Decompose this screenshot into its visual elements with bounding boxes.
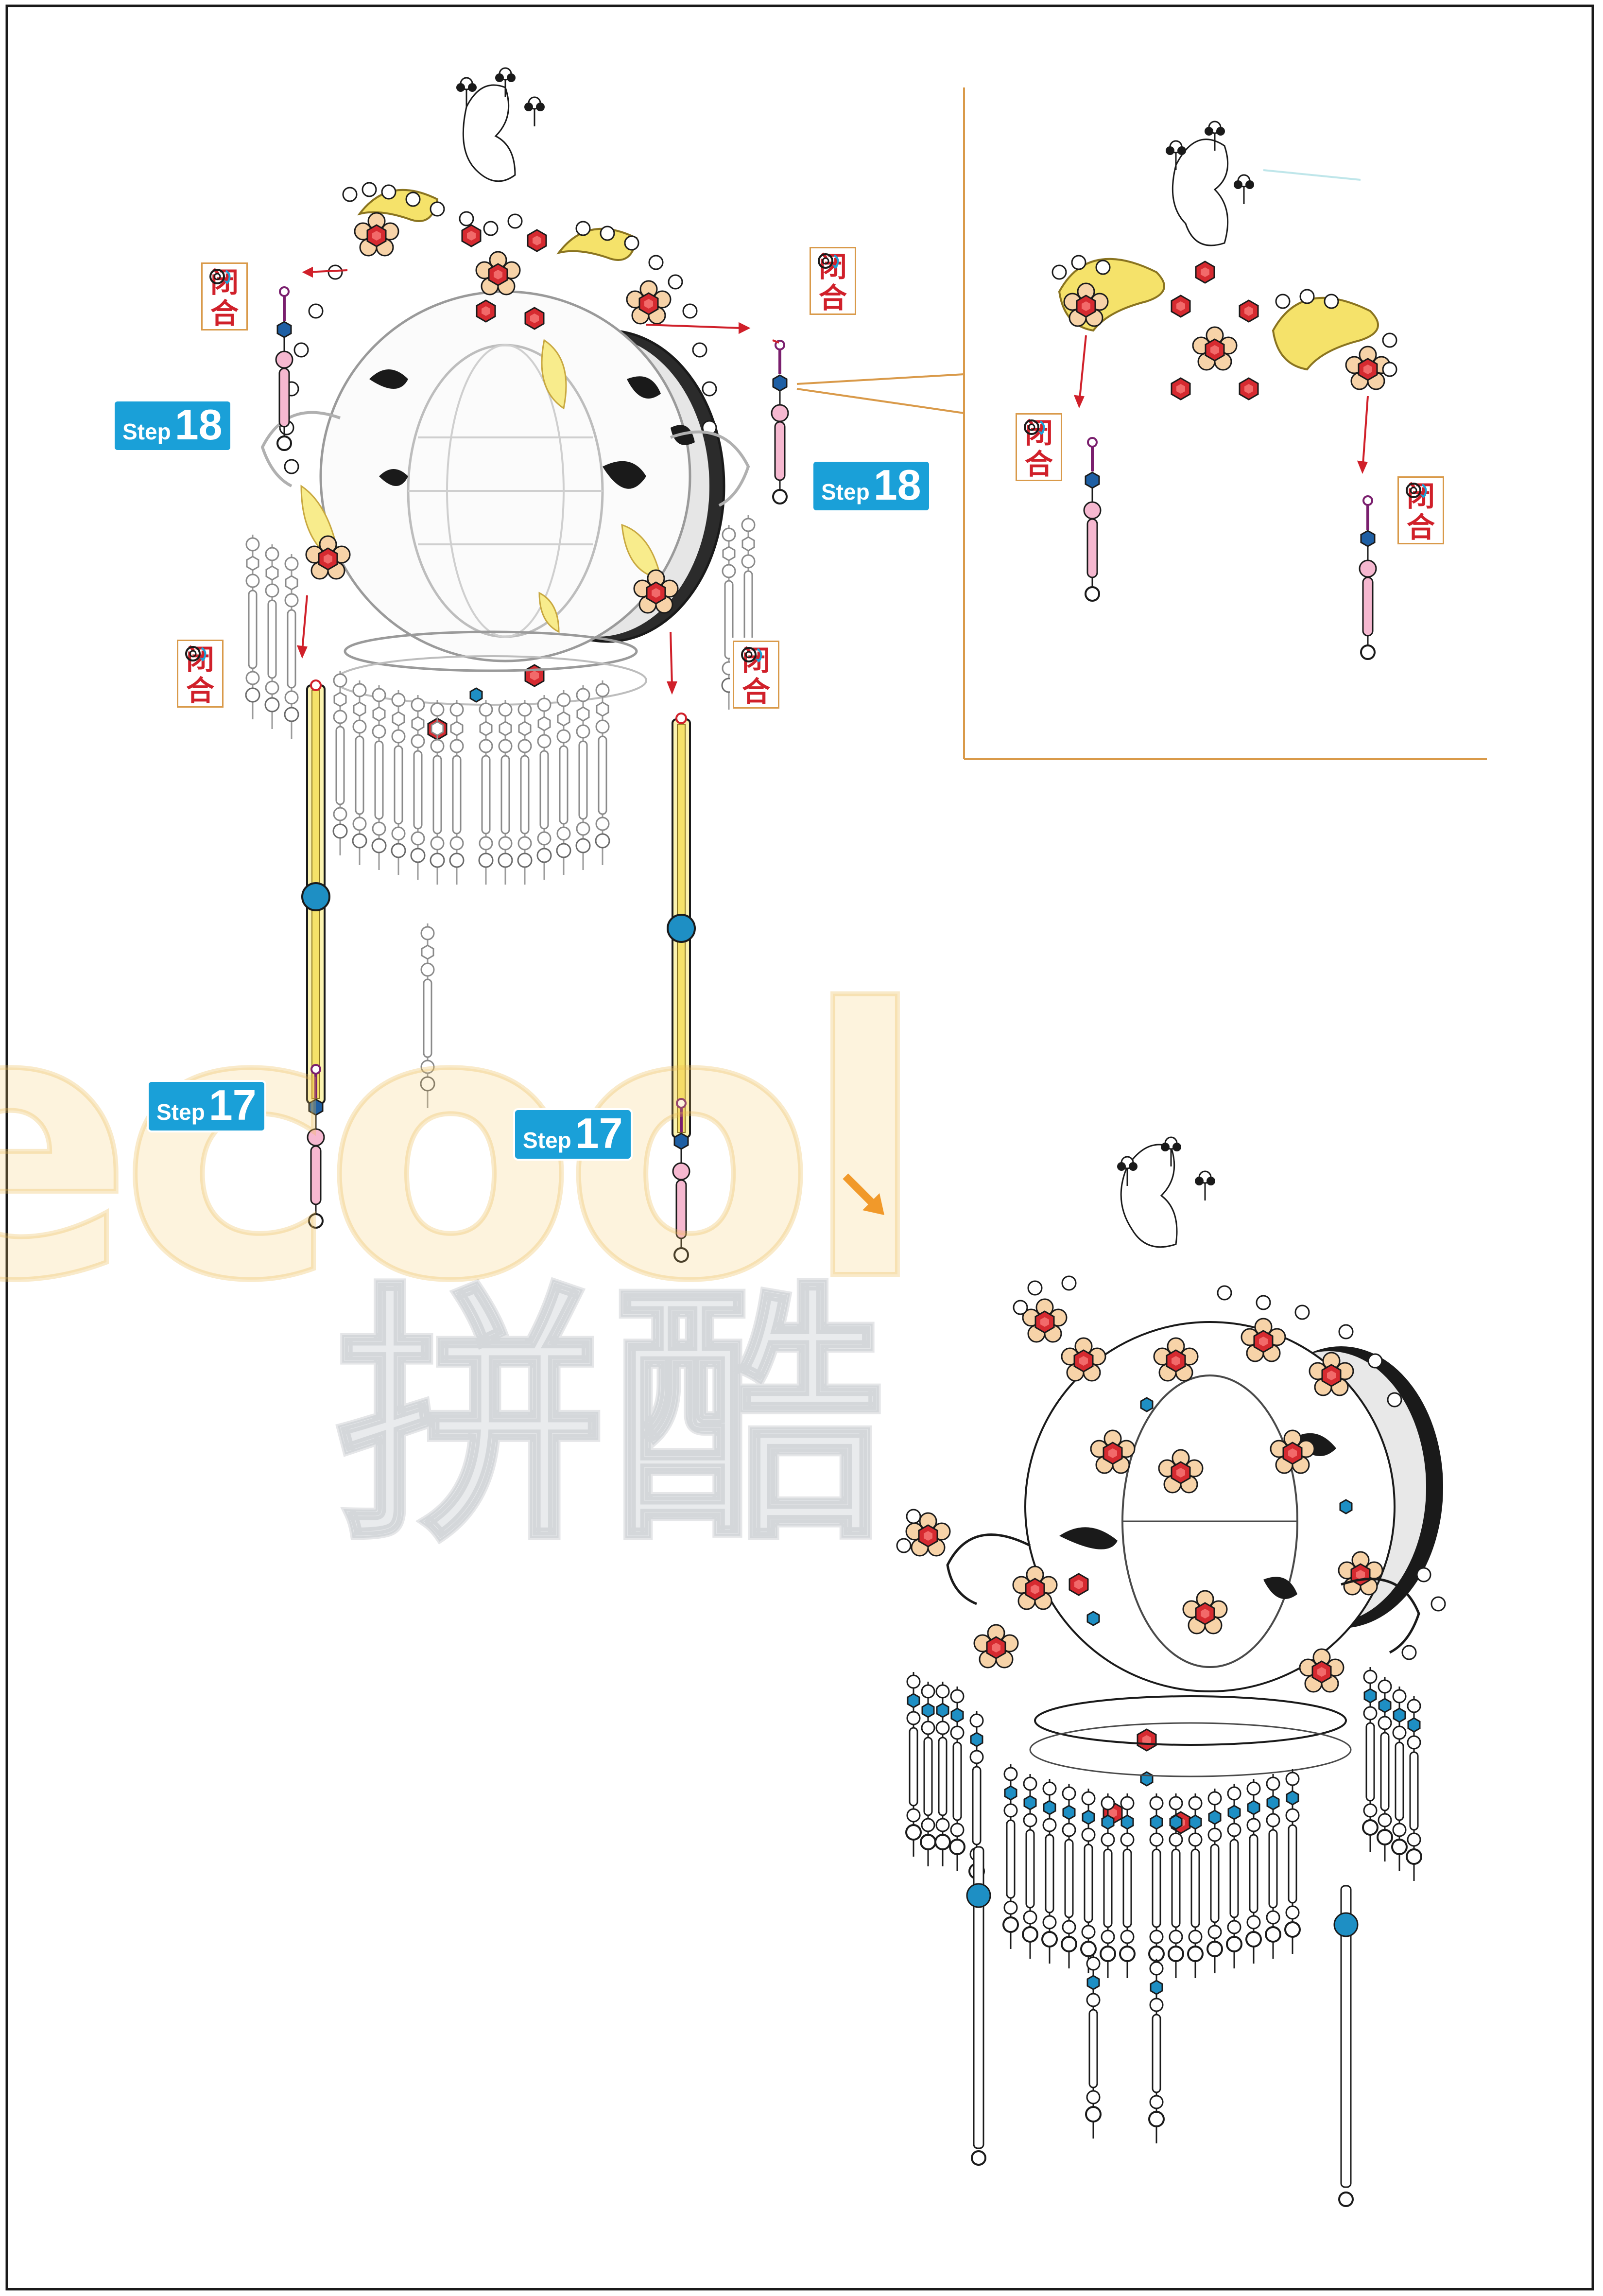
ring-close-icon — [1406, 483, 1427, 498]
close-char-2: 合 — [186, 674, 214, 707]
step-number: 17 — [208, 1081, 257, 1129]
ring-close-icon — [209, 269, 231, 284]
step-number: 18 — [873, 461, 921, 509]
step-18-tag-right: Step 18 — [813, 462, 929, 510]
ring-close-icon — [741, 647, 762, 662]
close-char-2: 合 — [818, 281, 847, 314]
watermark-chinese: 拼酷 — [333, 1261, 889, 1578]
close-label-6: 闭 合 — [1395, 473, 1447, 547]
close-label-2: 闭 合 — [807, 244, 859, 318]
step-word: Step — [821, 479, 870, 504]
close-char-2: 合 — [1406, 511, 1435, 544]
step-18-tag-left: Step 18 — [115, 401, 230, 450]
step17-rod-left — [301, 679, 330, 1228]
detail-frame — [796, 87, 1487, 760]
ring-close-icon — [185, 646, 207, 661]
finished-long-rods — [966, 1846, 1359, 2207]
step-word: Step — [523, 1128, 571, 1153]
detail-dangle-left — [1084, 438, 1101, 601]
close-char-2: 合 — [210, 297, 239, 330]
close-label-3: 闭 合 — [174, 637, 226, 711]
red-arrows-upper — [296, 266, 779, 695]
detail-ribbons — [1051, 121, 1397, 400]
step-word: Step — [156, 1099, 205, 1125]
detail-arrows — [1073, 335, 1369, 474]
close-label-1: 闭 合 — [198, 260, 251, 333]
close-char-2: 合 — [741, 675, 770, 708]
ring-close-icon — [818, 253, 839, 269]
step18-dangle-right — [772, 341, 788, 504]
ring-close-icon — [1024, 419, 1045, 435]
detail-dangle-right — [1360, 496, 1376, 659]
step-number: 18 — [174, 400, 223, 449]
close-label-4: 闭 合 — [730, 638, 782, 712]
page-border — [5, 4, 1594, 2291]
step-word: Step — [122, 419, 171, 444]
step-17-tag-left: Step 17 — [149, 1082, 264, 1131]
step17-rod-right — [667, 713, 696, 1262]
watermark-latin: ecool — [0, 932, 931, 1362]
headdress-finished — [896, 1136, 1446, 1834]
close-char-2: 合 — [1024, 448, 1053, 481]
close-label-5: 闭 合 — [1013, 410, 1065, 484]
step-17-tag-right: Step 17 — [515, 1110, 631, 1159]
headdress-main-upper — [260, 67, 750, 741]
orange-arrow-icon — [843, 1173, 884, 1215]
step-number: 17 — [575, 1109, 623, 1157]
